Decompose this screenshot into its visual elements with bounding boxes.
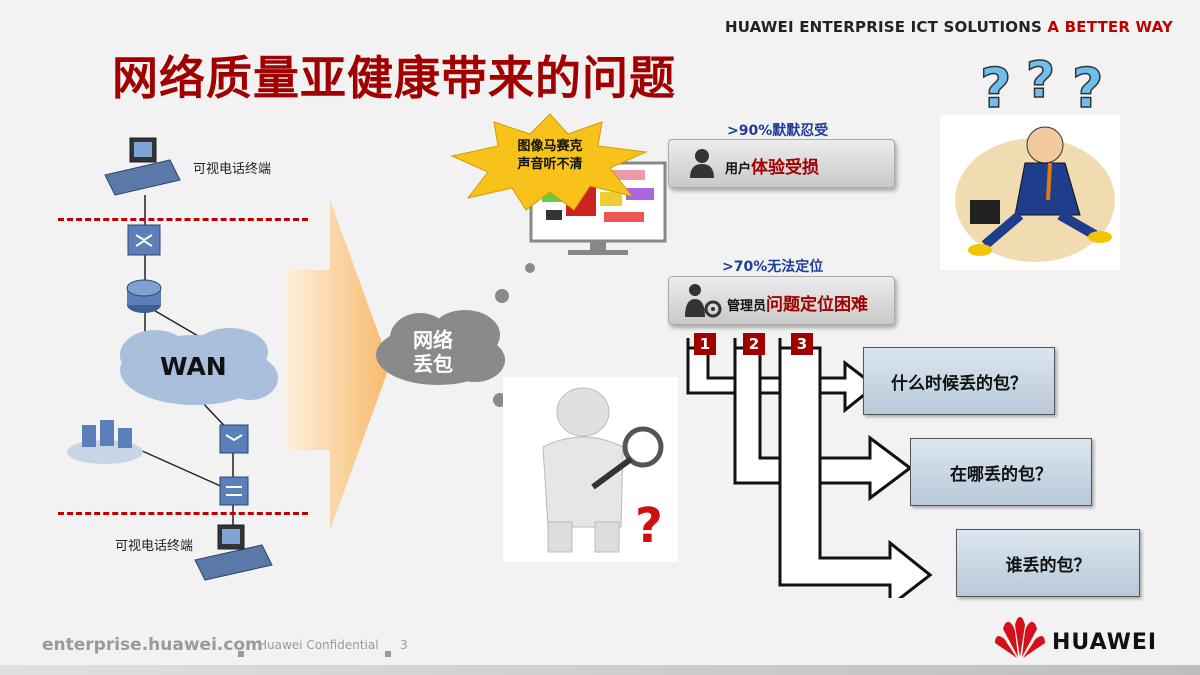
terminal-bottom-label: 可视电话终端 <box>115 539 194 554</box>
network-diagram <box>67 137 278 581</box>
admin-issue: 问题定位困难 <box>766 295 869 315</box>
slogan-accent: A BETTER WAY <box>1047 18 1174 36</box>
question-marks-icon: ? ? ? <box>980 55 1104 115</box>
user-role: 用户 <box>725 162 752 177</box>
svg-text:?: ? <box>980 57 1011 115</box>
router-icon <box>126 279 162 313</box>
wan-label: WAN <box>160 352 227 381</box>
switch-icon <box>127 224 161 256</box>
thinker-illustration: ? <box>503 377 678 562</box>
question-number-2: 2 <box>743 333 765 355</box>
svg-text:?: ? <box>1026 55 1055 109</box>
footer-separator <box>385 643 391 662</box>
question-number-3: 3 <box>791 333 813 355</box>
switch-icon <box>219 424 249 454</box>
user-icon <box>690 149 714 178</box>
mosaic-label: 图像马赛克 声音听不清 <box>517 139 583 172</box>
question-box-where: 在哪丢的包？ <box>910 438 1092 506</box>
running-man-illustration <box>940 115 1120 270</box>
question-box-when: 什么时候丢的包？ <box>863 347 1055 415</box>
footer-bar <box>0 665 1200 675</box>
admin-role: 管理员 <box>727 299 767 314</box>
svg-text:?: ? <box>635 498 663 554</box>
terminal-top-label: 可视电话终端 <box>193 162 272 177</box>
question-box-who: 谁丢的包？ <box>956 529 1140 597</box>
page-title: 网络质量亚健康带来的问题 <box>112 51 676 105</box>
admin-impact-panel: 管理员问题定位困难 <box>668 276 895 325</box>
question-branch-arrows <box>686 338 933 598</box>
user-issue: 体验受损 <box>751 158 820 178</box>
switch-icon <box>219 476 249 506</box>
thought-cloud-icon <box>376 263 535 407</box>
huawei-wordmark: HUAWEI <box>1052 630 1158 655</box>
footer-separator <box>238 643 244 662</box>
footer-confidential: Huawei Confidential <box>258 638 379 652</box>
header-slogan: HUAWEI ENTERPRISE ICT SOLUTIONS A BETTER… <box>725 18 1173 36</box>
footer-url[interactable]: enterprise.huawei.com <box>42 635 263 655</box>
slogan-main: HUAWEI ENTERPRISE ICT SOLUTIONS <box>725 18 1042 36</box>
user-stat: >90%默默忍受 <box>727 123 829 139</box>
alert-burst-icon <box>450 113 648 211</box>
video-phone-icon <box>104 137 181 196</box>
admin-gear-icon <box>685 284 722 318</box>
packet-loss-label: 网络 丢包 <box>413 328 453 376</box>
video-phone-icon <box>194 524 273 581</box>
boundary-line-bottom <box>58 512 308 515</box>
page-number: 3 <box>400 638 408 652</box>
question-number-1: 1 <box>694 333 716 355</box>
server-cluster-icon <box>67 420 143 464</box>
flow-arrow-icon <box>285 200 390 530</box>
wan-cloud-icon <box>120 328 278 405</box>
svg-text:?: ? <box>1072 57 1103 115</box>
admin-stat: >70%无法定位 <box>722 259 824 275</box>
user-impact-panel: 用户体验受损 <box>668 139 895 188</box>
boundary-line-top <box>58 218 308 221</box>
huawei-logo-icon <box>995 617 1045 658</box>
